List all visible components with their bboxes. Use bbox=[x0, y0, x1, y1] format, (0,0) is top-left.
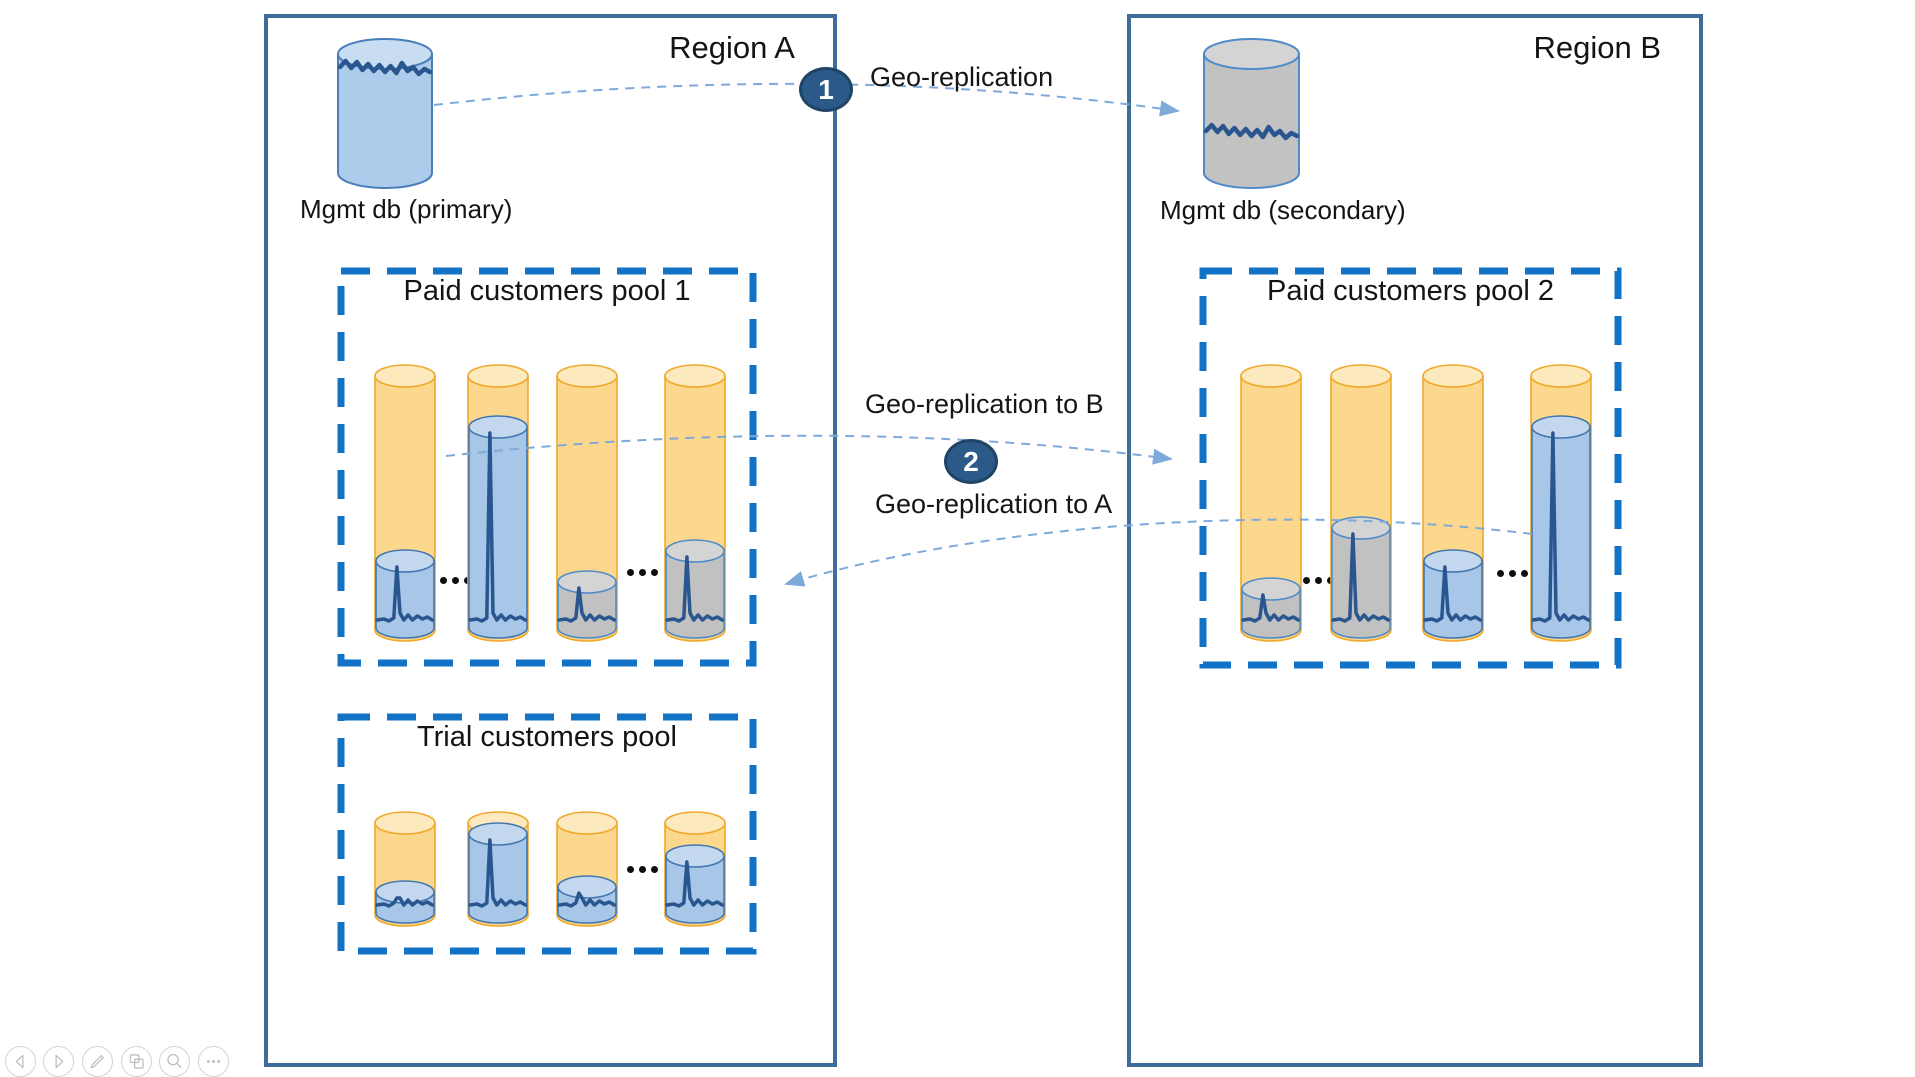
database-cylinder bbox=[556, 810, 618, 933]
database-cylinder-blue bbox=[1422, 364, 1484, 642]
database-cylinder-gray bbox=[556, 364, 618, 642]
database-cylinder-blue bbox=[374, 364, 436, 642]
database-cylinder bbox=[467, 363, 529, 648]
database-cylinder bbox=[664, 810, 726, 933]
next-slide-button[interactable] bbox=[43, 1046, 74, 1077]
step-2-badge: 2 bbox=[944, 439, 998, 484]
more-options-icon bbox=[206, 1060, 221, 1063]
previous-slide-icon bbox=[15, 1054, 24, 1069]
pool-paid-1-title: Paid customers pool 1 bbox=[403, 275, 691, 307]
database-cylinder bbox=[374, 810, 436, 933]
pool-paid-customers-2: Paid customers pool 2 bbox=[1199, 267, 1622, 669]
database-cylinder-blue bbox=[467, 364, 529, 642]
database-cylinder bbox=[374, 363, 436, 648]
region-a-title: Region A bbox=[669, 30, 795, 65]
ellipsis-more-databases bbox=[627, 866, 658, 873]
database-cylinder bbox=[1240, 363, 1302, 648]
database-cylinder-blue bbox=[556, 811, 618, 927]
pen-icon bbox=[90, 1055, 104, 1069]
pool-trial-customers: Trial customers pool bbox=[337, 713, 757, 955]
mgmt-db-primary-cylinder bbox=[337, 37, 433, 195]
ellipsis-more-databases bbox=[1497, 570, 1528, 577]
more-options-button[interactable] bbox=[198, 1046, 229, 1077]
region-a-box: Region A bbox=[264, 14, 837, 1067]
mgmt-db-primary-label: Mgmt db (primary) bbox=[300, 194, 513, 224]
database-cylinder-blue bbox=[374, 811, 436, 927]
pool-trial-title: Trial customers pool bbox=[416, 721, 677, 753]
database-cylinder bbox=[1330, 363, 1392, 648]
geo-replication-to-b-label: Geo-replication to B bbox=[865, 389, 1104, 419]
database-cylinder-gray bbox=[1330, 364, 1392, 642]
mgmt-db-secondary-label: Mgmt db (secondary) bbox=[1160, 195, 1406, 225]
next-slide-icon bbox=[55, 1054, 64, 1069]
geo-replication-to-a-label: Geo-replication to A bbox=[875, 489, 1113, 519]
see-all-slides-button[interactable] bbox=[121, 1046, 152, 1077]
zoom-button[interactable] bbox=[159, 1046, 190, 1077]
pool-paid-2-title: Paid customers pool 2 bbox=[1267, 275, 1554, 307]
see-all-slides-icon bbox=[129, 1054, 144, 1069]
geo-replication-label: Geo-replication bbox=[870, 62, 1054, 92]
database-cylinder bbox=[467, 810, 529, 933]
mgmt-db-secondary-cylinder bbox=[1203, 37, 1300, 195]
database-cylinder bbox=[1422, 363, 1484, 648]
previous-slide-button[interactable] bbox=[5, 1046, 36, 1077]
database-cylinder-gray bbox=[1240, 364, 1302, 642]
ellipsis-more-databases bbox=[627, 569, 658, 576]
database-cylinder bbox=[556, 363, 618, 648]
pool-dashed-border bbox=[337, 713, 757, 955]
database-cylinder-gray bbox=[664, 364, 726, 642]
pool-paid-customers-1: Paid customers pool 1 bbox=[337, 267, 757, 667]
region-b-title: Region B bbox=[1533, 30, 1661, 65]
pool-dashed-border bbox=[1199, 267, 1622, 669]
database-cylinder bbox=[1530, 363, 1592, 648]
pen-button[interactable] bbox=[82, 1046, 113, 1077]
database-cylinder-blue bbox=[1530, 364, 1592, 642]
pool-dashed-border bbox=[337, 267, 757, 667]
database-cylinder-blue bbox=[664, 811, 726, 927]
database-cylinder bbox=[664, 363, 726, 648]
database-cylinder-blue bbox=[467, 811, 529, 927]
zoom-icon bbox=[167, 1053, 182, 1069]
step-1-badge: 1 bbox=[799, 67, 853, 112]
